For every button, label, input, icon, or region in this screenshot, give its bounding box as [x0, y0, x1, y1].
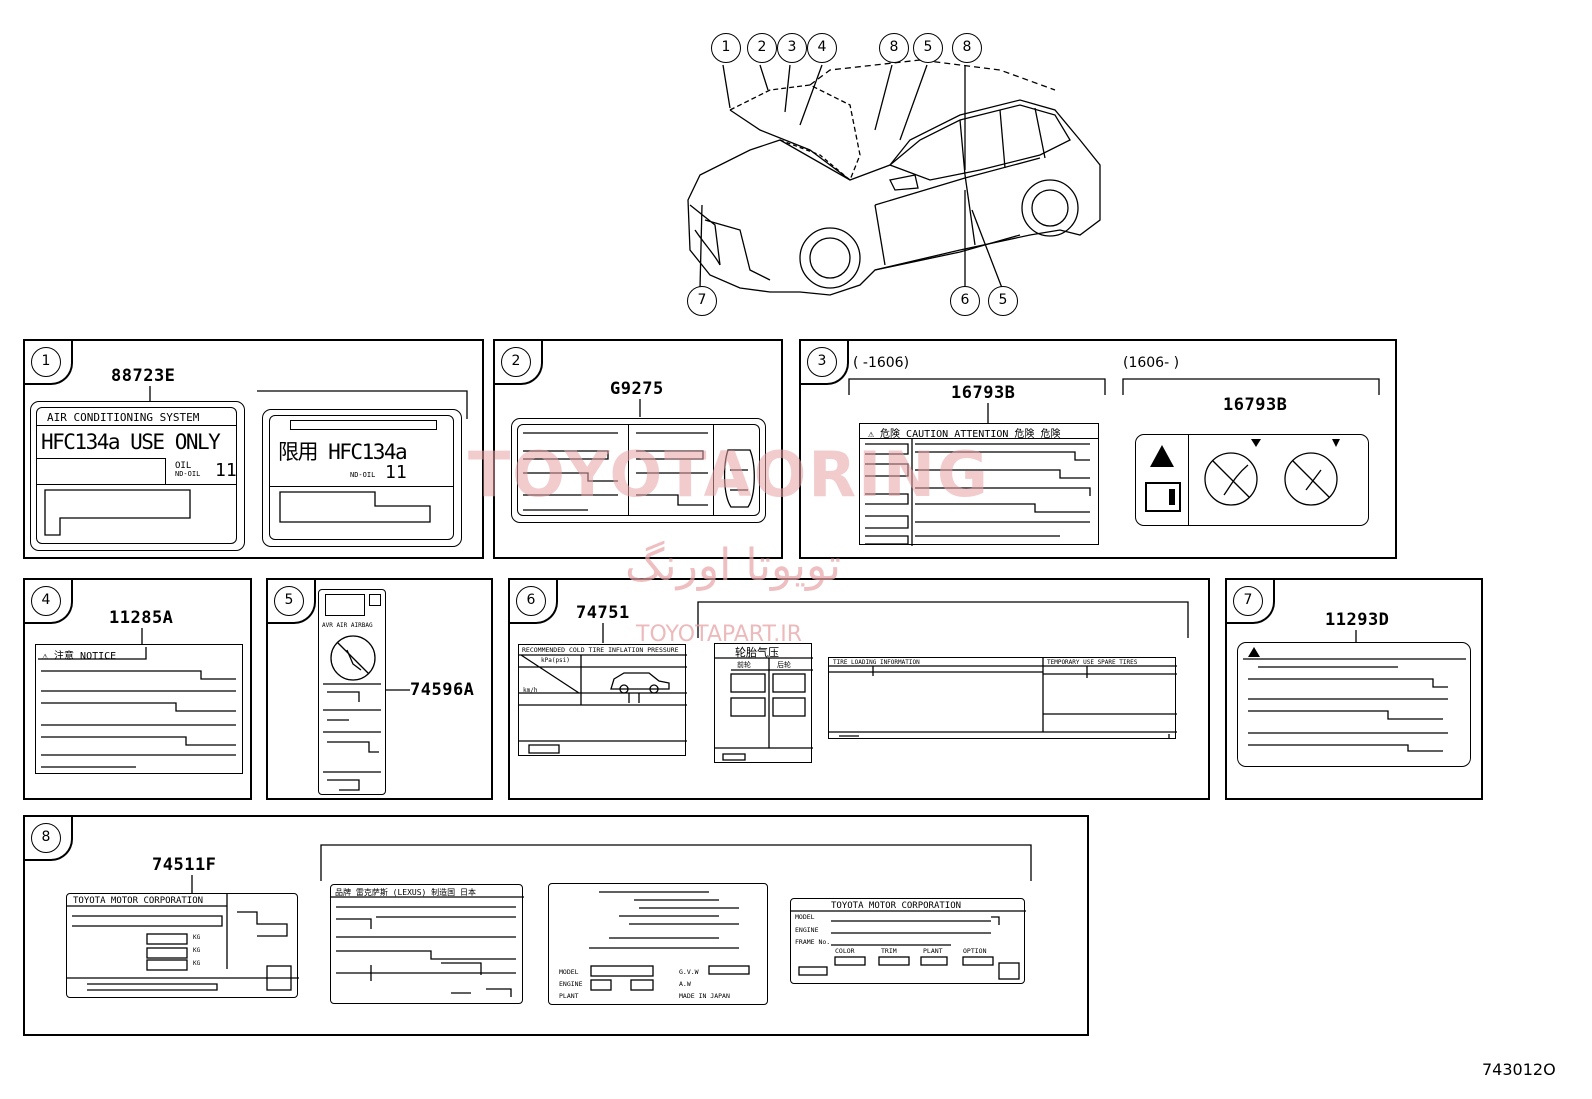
tire-loading-label: TIRE LOADING INFORMATION TEMPORARY USE S… — [828, 657, 1177, 739]
panel-1-callout: 1 — [31, 347, 61, 377]
watermark-farsi: تویوتا اورنگ — [625, 540, 841, 591]
date-range-a: ( -1606) — [853, 355, 910, 371]
panel-3: 3 ( -1606) (1606- ) 16793B 16793B ⚠ 危険 C… — [799, 339, 1397, 559]
watermark-site: TOYOTAPART.IR — [636, 622, 803, 647]
part-number-b: 16793B — [1223, 395, 1288, 415]
tire-pressure-label-cn: 轮胎气压 前轮 后轮 — [714, 643, 813, 763]
part-number: 74751 — [576, 603, 630, 623]
part-number: G9275 — [610, 379, 664, 399]
panel-4-callout: 4 — [31, 586, 61, 616]
car-callout-8b: 8 — [952, 33, 982, 63]
car-callout-2: 2 — [747, 33, 777, 63]
panel-2-callout: 2 — [501, 347, 531, 377]
car-callout-7: 7 — [687, 286, 717, 316]
part-number: 11285A — [109, 608, 174, 628]
panel-7-callout: 7 — [1233, 586, 1263, 616]
manufacturer-plate: MODEL ENGINE PLANT G.V.W A.W MADE IN JAP… — [548, 883, 768, 1005]
watermark-main: TOYOTAORING — [468, 438, 990, 511]
part-number: 88723E — [111, 366, 176, 386]
panel-7: 7 11293D — [1225, 578, 1483, 800]
part-number-a: 16793B — [951, 383, 1016, 403]
part-number: 11293D — [1325, 610, 1390, 630]
panel-6: 6 74751 RECOMMENDED COLD TIRE INFLATION … — [508, 578, 1210, 800]
ac-label-chinese: 限用 HFC134a ND-OIL 11 — [262, 409, 462, 547]
part-number: 74511F — [152, 855, 217, 875]
vin-plate: TOYOTA MOTOR CORPORATION MODEL ENGINE FR… — [790, 898, 1026, 984]
panel-2: 2 G9275 — [493, 339, 783, 559]
cn-vehicle-plate: 品牌 雷克萨斯 (LEXUS) 制造国 日本 — [330, 884, 524, 1004]
car-callout-1: 1 — [711, 33, 741, 63]
diagram-id: 743012O — [1482, 1060, 1556, 1079]
panel-8-callout: 8 — [31, 823, 61, 853]
panel-6-callout: 6 — [516, 586, 546, 616]
panel-5-callout: 5 — [274, 586, 304, 616]
panel-4: 4 11285A ⚠ 注意 NOTICE — [23, 578, 252, 800]
vehicle-id-plate-a: TOYOTA MOTOR CORPORATION KG KG KG — [66, 893, 299, 998]
car-callout-8a: 8 — [879, 33, 909, 63]
airbag-label: AVR AIR AIRBAG — [318, 589, 386, 795]
car-callout-3: 3 — [777, 33, 807, 63]
tire-pressure-label: RECOMMENDED COLD TIRE INFLATION PRESSURE… — [518, 644, 687, 756]
notice-label: ⚠ 注意 NOTICE — [35, 644, 243, 774]
warning-label — [1237, 642, 1471, 767]
g9275-label — [511, 418, 766, 523]
panel-8: 8 74511F TOYOTA MOTOR CORPORATION KG KG … — [23, 815, 1089, 1036]
ac-label-english: AIR CONDITIONING SYSTEM HFC134a USE ONLY… — [30, 401, 245, 551]
pictogram-label — [1135, 434, 1369, 526]
car-callout-6: 6 — [950, 286, 980, 316]
date-range-b: (1606- ) — [1123, 355, 1180, 371]
panel-1: 1 88723E AIR CONDITIONING SYSTEM HFC134a… — [23, 339, 484, 559]
car-drawing — [687, 59, 1101, 296]
panel-5: 5 AVR AIR AIRBAG 74596A — [266, 578, 493, 800]
part-number: 74596A — [410, 680, 475, 700]
car-illustration — [660, 30, 1120, 320]
car-callout-4: 4 — [807, 33, 837, 63]
panel-3-callout: 3 — [807, 347, 837, 377]
caution-label: ⚠ 危険 CAUTION ATTENTION 危険 危険 — [859, 423, 1099, 546]
car-callout-5a: 5 — [913, 33, 943, 63]
car-callout-5b: 5 — [988, 286, 1018, 316]
